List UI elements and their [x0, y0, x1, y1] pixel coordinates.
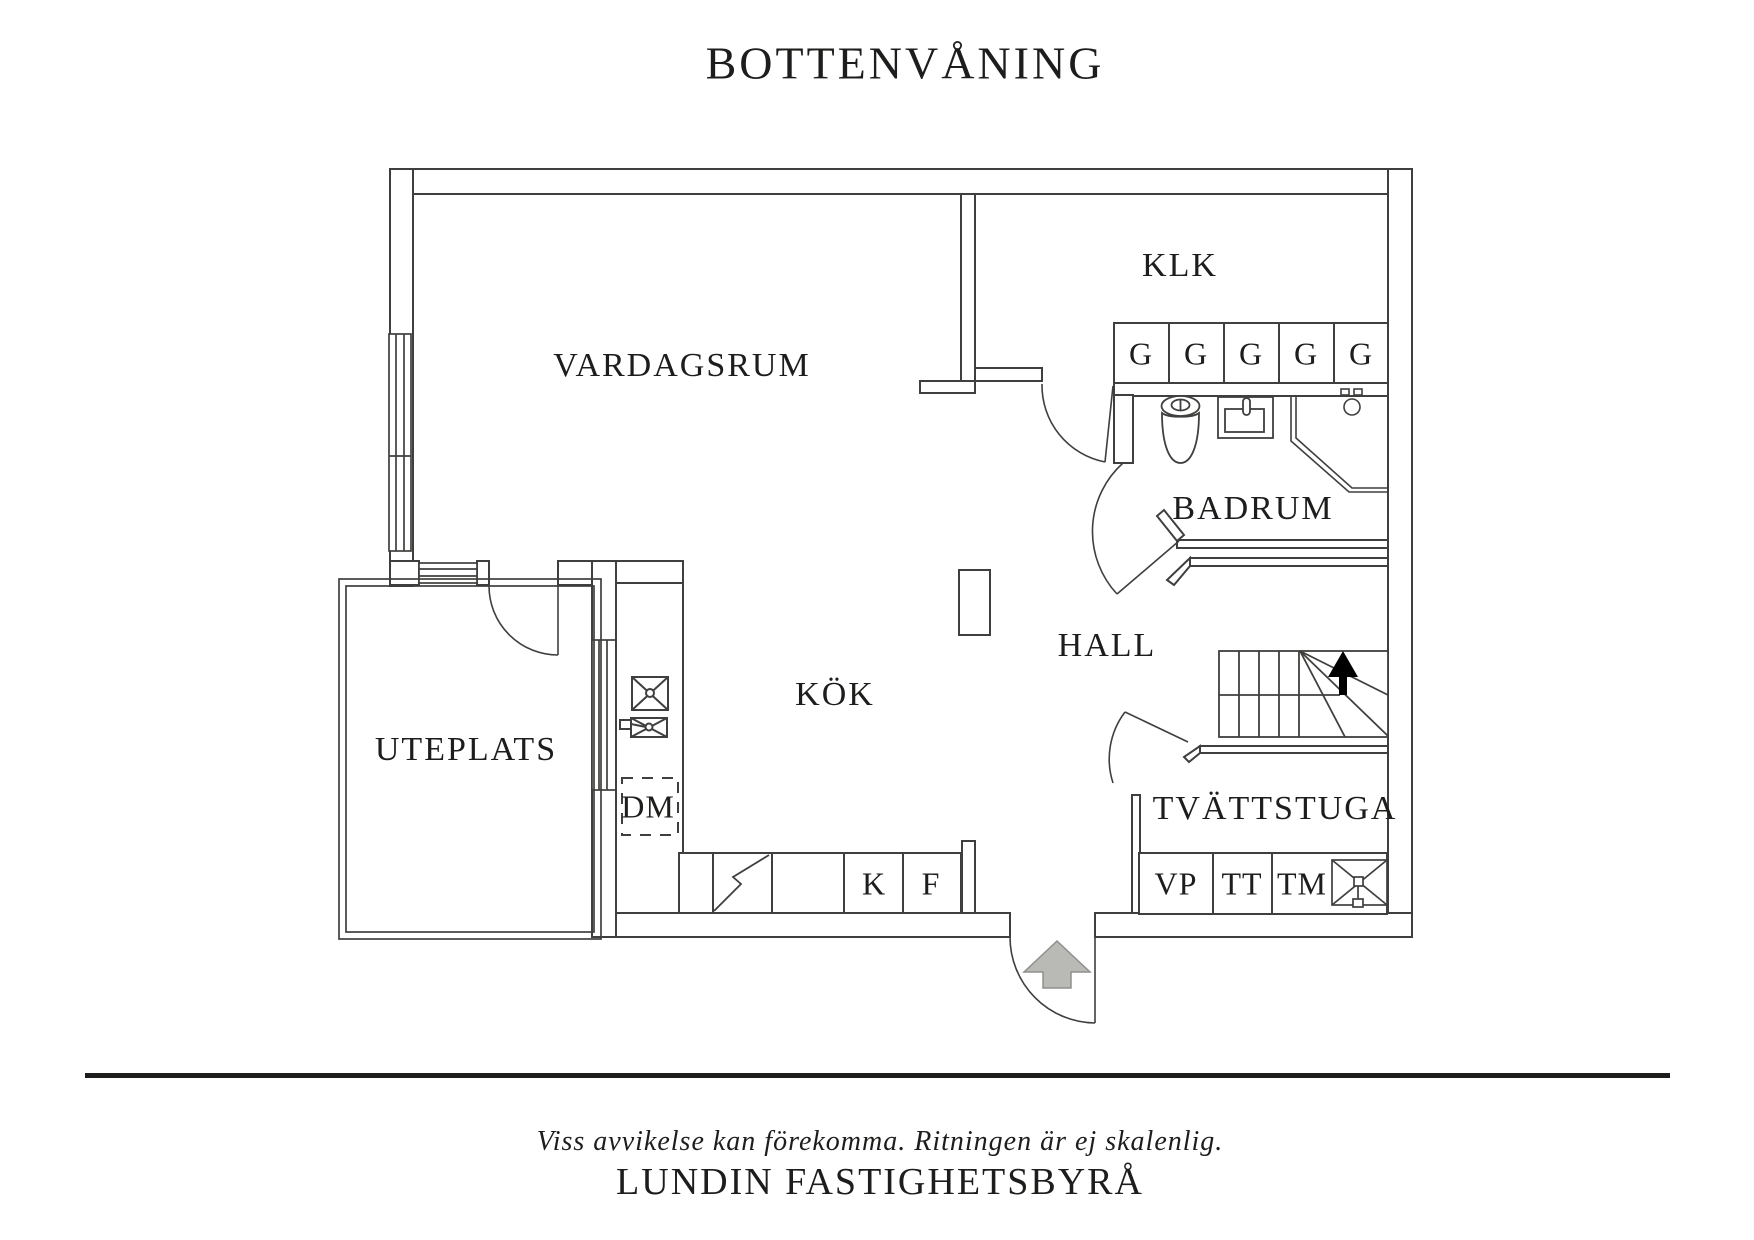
- jamb-stairs-south: [1182, 744, 1201, 764]
- wall-klk-divider: [960, 193, 976, 382]
- wall-stairs-north: [1189, 557, 1389, 567]
- page-title: BOTTENVÅNING: [705, 37, 1105, 89]
- toilet-icon: [1160, 395, 1201, 464]
- kitchen-counter-row: [678, 852, 962, 914]
- wardrobe-label: G: [1348, 335, 1374, 372]
- window-kitchen-icon: [591, 639, 617, 791]
- room-label-vardagsrum: VARDAGSRUM: [553, 347, 811, 384]
- door-arc-tvattstuga: [1108, 711, 1189, 784]
- wall-badrum-west: [1113, 394, 1134, 464]
- kitchen-cabinet-column: [615, 582, 684, 914]
- dryer-label: TT: [1221, 865, 1263, 902]
- uteplats-border-outer: [338, 578, 602, 940]
- room-label-badrum: BADRUM: [1172, 490, 1334, 527]
- footer-disclaimer: Viss avvikelse kan förekomma. Ritningen …: [536, 1126, 1224, 1157]
- wall-klk-south: [974, 367, 1043, 382]
- wall-vardagsrum-south-b: [476, 560, 490, 586]
- wall-stairs-south: [1199, 745, 1389, 754]
- pillar: [958, 569, 991, 636]
- wardrobe-label: G: [1183, 335, 1209, 372]
- jamb-stairs-north: [1165, 555, 1191, 587]
- freezer-label: F: [921, 865, 941, 902]
- wall-badrum-south: [1176, 539, 1389, 549]
- door-arc-klk: [1041, 383, 1114, 463]
- footer-brand: LUNDIN FASTIGHETSBYRÅ: [616, 1161, 1144, 1203]
- footer-divider: [85, 1073, 1670, 1078]
- jamb-badrum: [1155, 508, 1186, 543]
- wall-top: [389, 168, 1413, 195]
- door-arc-uteplats: [488, 585, 559, 656]
- room-label-kok: KÖK: [795, 676, 875, 713]
- shower-icon: [1290, 388, 1388, 493]
- wardrobe-label: G: [1128, 335, 1154, 372]
- kitchen-sink-icon: [619, 676, 669, 738]
- dishwasher-label: DM: [621, 788, 675, 825]
- wall-vardagsrum-south-a: [389, 560, 420, 586]
- door-arc-badrum: [1091, 462, 1180, 595]
- wardrobe-label: G: [1238, 335, 1264, 372]
- wall-vardagsrum-south-c: [557, 560, 684, 586]
- wall-south-right: [1094, 912, 1413, 938]
- sink-icon: [1217, 396, 1274, 439]
- entrance-arrow-icon: [1022, 939, 1092, 989]
- wall-kitchen-return: [961, 840, 976, 914]
- floor-drain-icon: [1331, 859, 1388, 908]
- wall-south-left: [591, 912, 1011, 938]
- window-south-icon: [418, 562, 478, 584]
- heater-label: VP: [1154, 865, 1198, 902]
- window-west-icon: [388, 333, 412, 552]
- fridge-label: K: [861, 865, 887, 902]
- door-arc-entrance: [1009, 936, 1096, 1024]
- stairs-icon: [1218, 650, 1389, 738]
- dishwasher-box: [621, 777, 679, 836]
- room-label-uteplats: UTEPLATS: [374, 731, 558, 768]
- room-label-klk: KLK: [1142, 247, 1218, 284]
- room-label-tvattstuga: TVÄTTSTUGA: [1152, 790, 1398, 827]
- wardrobe-label: G: [1293, 335, 1319, 372]
- shower-head-icon: [1340, 388, 1363, 416]
- room-label-hall: HALL: [1057, 627, 1157, 664]
- wall-hall-stub: [919, 380, 976, 394]
- stove-icon: [713, 854, 770, 912]
- washer-label: TM: [1277, 865, 1327, 902]
- stair-arrow-icon: [1328, 651, 1358, 695]
- uteplats-border-inner: [345, 585, 595, 933]
- wardrobe-row: [1113, 322, 1389, 384]
